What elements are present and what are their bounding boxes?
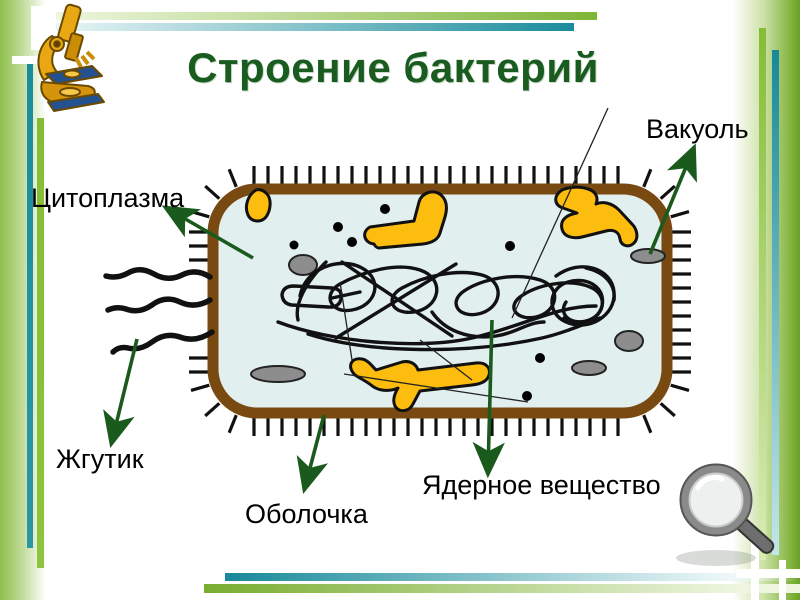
magnifier-icon [676,463,775,566]
top-teal-line [56,23,574,31]
nuclear-arrow [472,319,505,479]
yellow-inclusions [244,185,639,413]
flagellum-arrow [103,338,139,448]
bottom-teal-line [225,573,800,581]
label-cytoplasm: Цитоплазма [31,183,185,213]
white-cross-line [12,56,52,64]
white-cross-line [736,569,800,578]
nucleoid-scribble [276,260,616,352]
pointer-arrows [103,143,697,494]
white-cross-line [779,560,786,600]
sketch-lines [339,107,609,403]
label-membrane: Оболочка [245,499,368,529]
right-green-accent [759,28,766,560]
label-vacuole: Вакуоль [646,114,749,144]
left-teal-accent [27,58,33,548]
cell-wall [207,183,673,419]
cytoplasm-arrow [161,205,254,260]
microscope-icon [37,3,105,112]
gray-organelles [250,248,666,383]
flagella [103,267,215,355]
right-teal-accent [772,50,779,555]
label-flagellum: Жгутик [56,444,144,474]
page-title: Строение бактерий [187,44,599,91]
membrane-arrow [296,414,329,494]
left-green-accent [37,118,44,568]
vacuole-arrow [648,143,697,255]
ribosome-dots [289,204,545,401]
bottom-green-line [204,584,800,593]
white-cross-line [31,6,45,50]
white-cross-line [751,538,759,600]
top-green-line [56,12,597,20]
vacuole-organelle [630,248,666,264]
label-nuclear: Ядерное вещество [422,470,661,500]
